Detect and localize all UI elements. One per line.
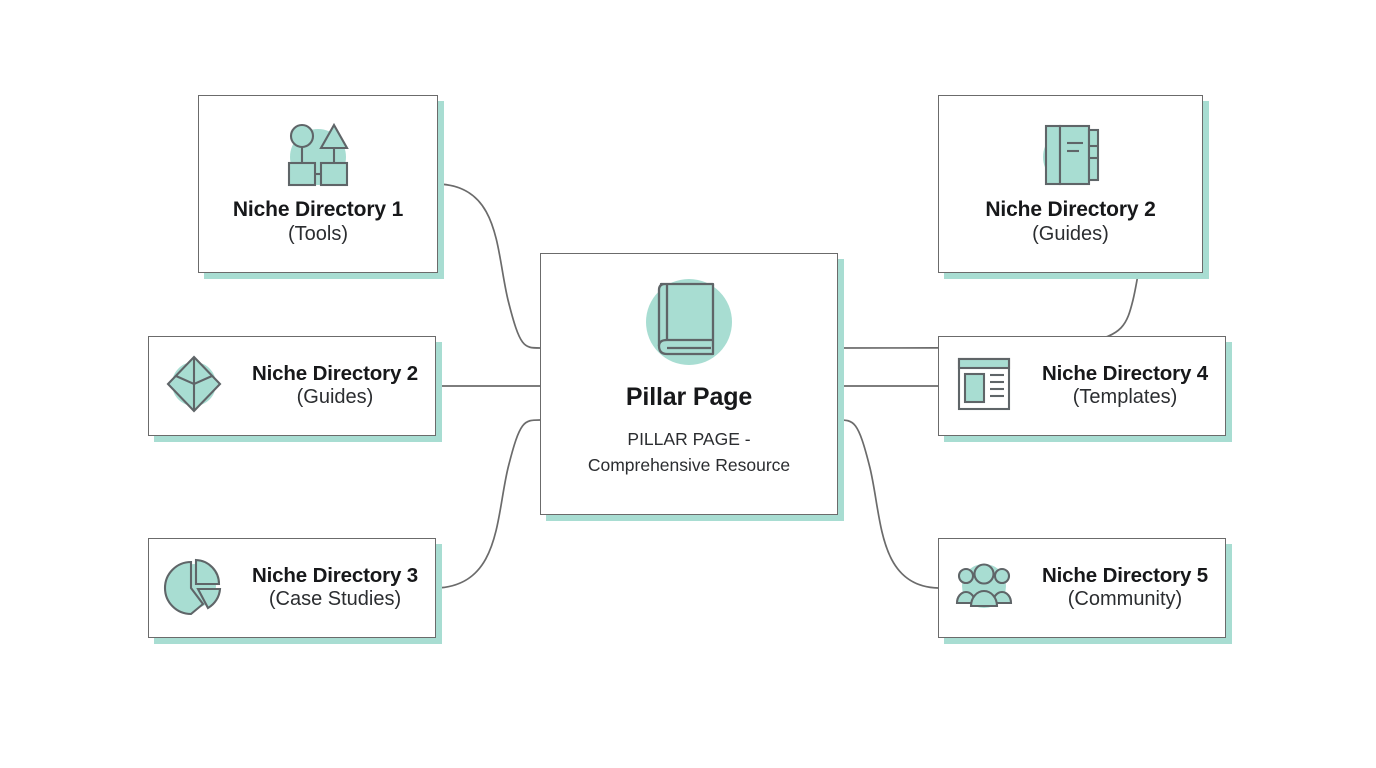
node-title: Niche Directory 2 <box>251 362 419 386</box>
node-label-group: Niche Directory 2 (Guides) <box>985 198 1155 246</box>
edge-center-to-bl <box>435 419 541 589</box>
node-subtitle: (Tools) <box>287 223 348 246</box>
node-label-group: Niche Directory 2 (Guides) <box>235 362 435 410</box>
page-layout-icon <box>953 354 1015 419</box>
edge-center-to-tl <box>437 183 541 349</box>
shapes-diagram-icon <box>280 121 356 198</box>
node-title: Niche Directory 2 <box>985 198 1156 222</box>
node-title: Niche Directory 5 <box>1041 564 1209 588</box>
node-niche-directory-2-mid[interactable]: Niche Directory 2 (Guides) <box>148 336 436 436</box>
book-icon <box>641 276 737 373</box>
node-title: Niche Directory 1 <box>232 198 404 222</box>
node-label-group: Niche Directory 4 (Templates) <box>1025 362 1225 410</box>
node-niche-directory-2-top[interactable]: Niche Directory 2 (Guides) <box>938 95 1203 273</box>
node-subtitle: (Guides) <box>1032 223 1109 246</box>
node-label-group: Niche Directory 1 (Tools) <box>233 198 403 246</box>
node-label-group: Niche Directory 5 (Community) <box>1025 564 1225 612</box>
node-subtitle: (Case Studies) <box>268 588 402 611</box>
center-title: Pillar Page <box>625 383 753 411</box>
node-subtitle: (Guides) <box>296 386 374 409</box>
node-subtitle: (Templates) <box>1072 386 1178 409</box>
node-niche-directory-4[interactable]: Niche Directory 4 (Templates) <box>938 336 1226 436</box>
people-group-icon <box>953 556 1015 621</box>
node-niche-directory-3[interactable]: Niche Directory 3 (Case Studies) <box>148 538 436 638</box>
node-label-group: Niche Directory 3 (Case Studies) <box>235 564 435 612</box>
node-title: Niche Directory 4 <box>1041 362 1209 386</box>
center-description: PILLAR PAGE - Comprehensive Resource <box>587 429 791 476</box>
gem-diamond-icon <box>163 354 225 419</box>
node-niche-directory-5[interactable]: Niche Directory 5 (Community) <box>938 538 1226 638</box>
node-pillar-page[interactable]: Pillar Page PILLAR PAGE - Comprehensive … <box>540 253 838 515</box>
node-niche-directory-1[interactable]: Niche Directory 1 (Tools) <box>198 95 438 273</box>
notebook-icon <box>1033 121 1109 198</box>
node-title: Niche Directory 3 <box>251 564 419 588</box>
edge-center-to-br <box>837 419 939 589</box>
pie-chart-icon <box>163 556 225 621</box>
node-subtitle: (Community) <box>1067 588 1183 611</box>
